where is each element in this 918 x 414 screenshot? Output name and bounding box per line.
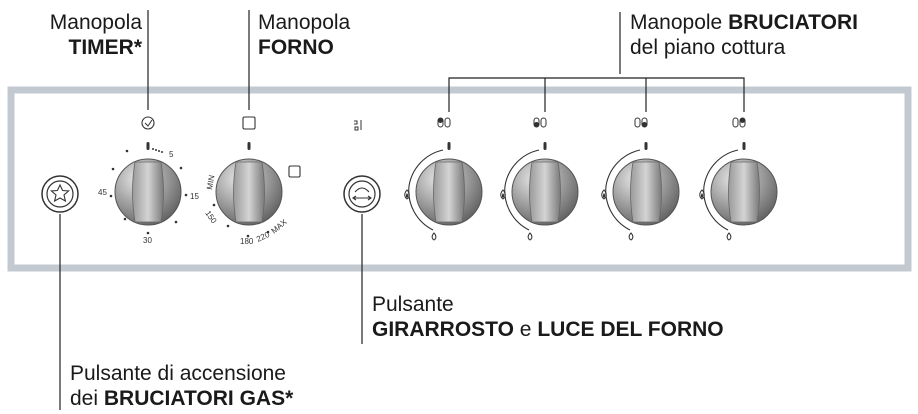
girarrosto-label: Pulsante GIRARROSTO e LUCE DEL FORNO <box>372 293 724 341</box>
oven-lamp-icon <box>288 165 301 178</box>
burner-knob-3[interactable] <box>601 117 680 241</box>
ignition-button[interactable] <box>41 175 79 213</box>
accensione-label: Pulsante di accensione dei BRUCIATORI GA… <box>70 362 294 410</box>
timer-label-bold: TIMER* <box>68 36 143 59</box>
timer-tick-45: 45 <box>98 188 107 197</box>
oven-tick-min: MIN <box>205 174 216 190</box>
leader-lines <box>59 10 745 410</box>
bruciatori-label: Manopole BRUCIATORI del piano cottura <box>630 11 858 59</box>
burner-position-icon <box>437 117 451 128</box>
oven-tick-150: 150 <box>203 209 218 226</box>
burner-knob-1[interactable] <box>404 117 483 241</box>
burner-knob-4[interactable] <box>699 117 778 241</box>
burner-position-icon <box>533 117 547 128</box>
forno-label-bold: FORNO <box>258 36 334 59</box>
burner-position-icon <box>634 117 648 128</box>
rotisserie-light-button[interactable] <box>343 120 381 213</box>
timer-label: Manopola TIMER* <box>49 11 143 59</box>
oven-tick-max: MAX <box>270 217 290 235</box>
oven-tick-180: 180 <box>240 237 254 246</box>
timer-tick-15: 15 <box>190 192 199 201</box>
panel-frame <box>7 86 912 272</box>
spark-icon <box>50 183 70 203</box>
spit-icon <box>352 187 372 201</box>
timer-tick-5: 5 <box>169 150 174 159</box>
burner-position-icon <box>732 117 746 128</box>
oven-knob[interactable]: MIN 150 180 220 MAX <box>203 116 301 246</box>
forno-label: Manopola FORNO <box>258 11 351 59</box>
timer-tick-30: 30 <box>143 236 152 245</box>
timer-knob[interactable]: 5 15 30 45 <box>98 116 199 245</box>
burner-knob-2[interactable] <box>500 117 579 241</box>
rotisserie-symbol-icon <box>354 120 362 131</box>
oven-icon <box>242 116 256 130</box>
clock-icon <box>141 116 155 130</box>
